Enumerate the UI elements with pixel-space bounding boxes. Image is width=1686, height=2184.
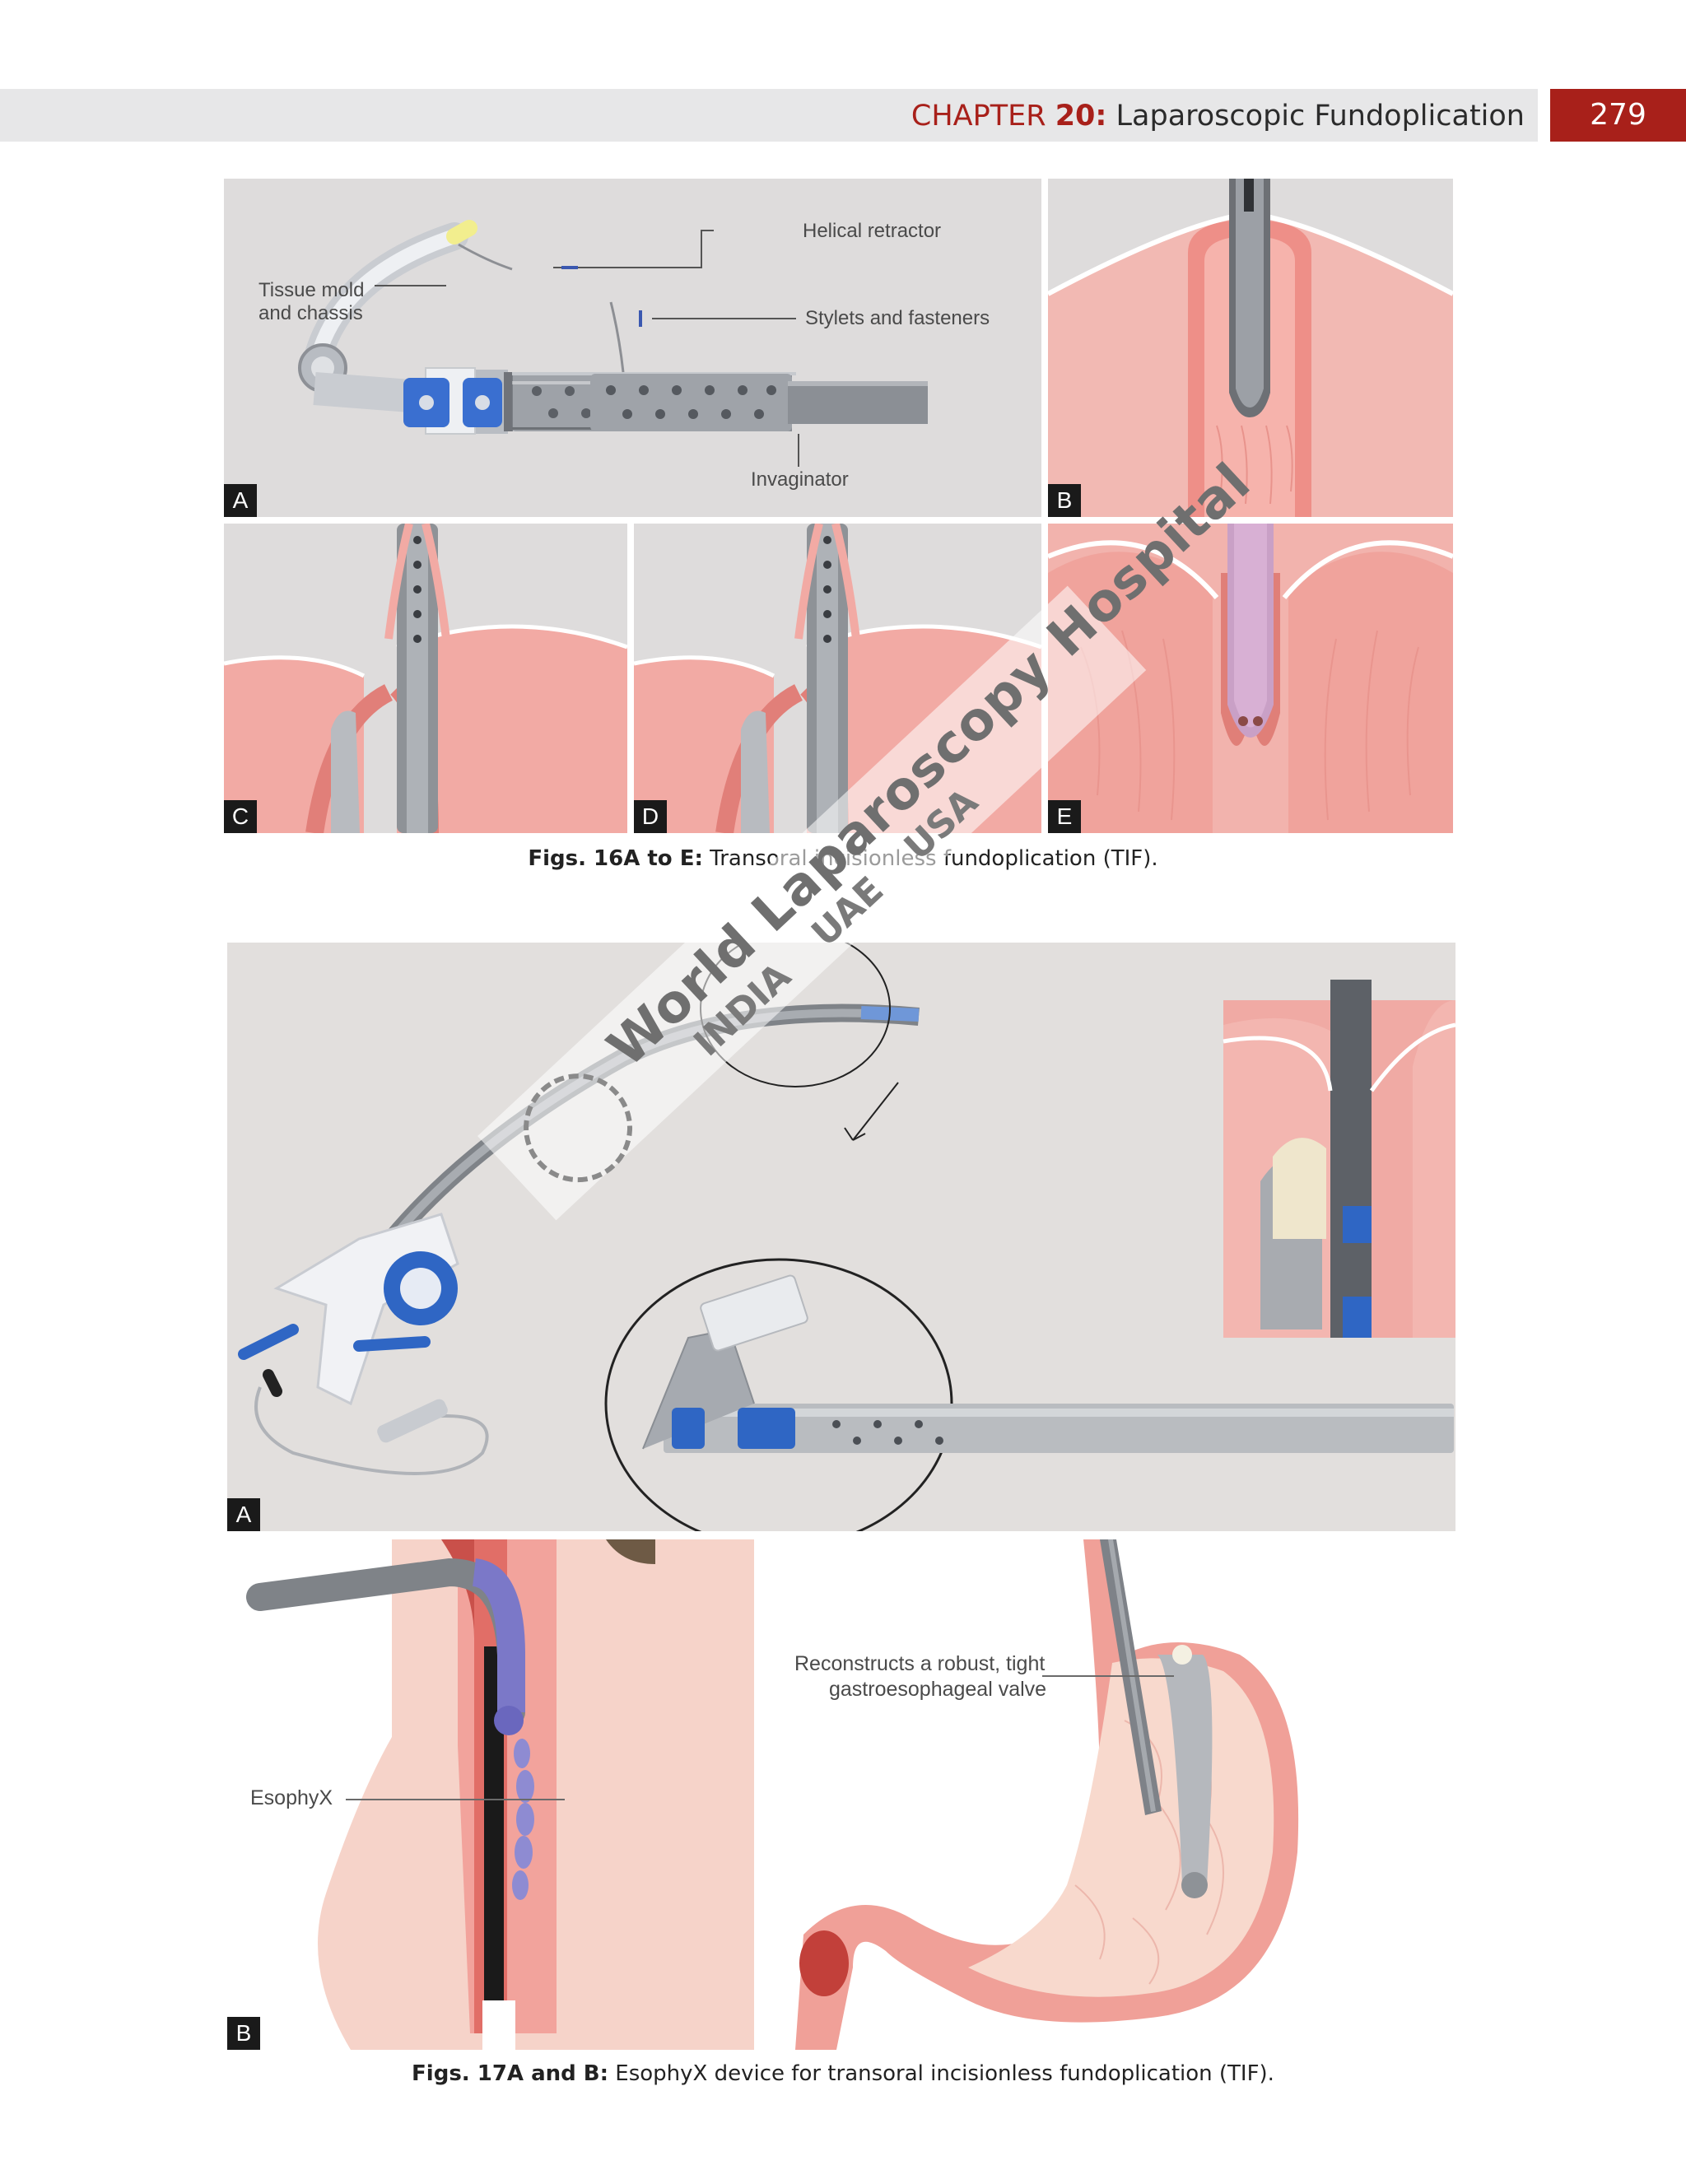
fig17-caption-text: EsophyX device for transoral incisionles… <box>615 2061 1274 2086</box>
panel-letter-17b: B <box>227 2017 260 2050</box>
fig16-panel-b: B <box>1048 179 1453 517</box>
fig17-panel-a: A <box>227 943 1455 1531</box>
label-esophyx: EsophyX <box>250 1786 333 1809</box>
label-invaginator: Invaginator <box>751 468 849 491</box>
label-tissue-mold-line2: and chassis <box>258 302 363 324</box>
esophyx-placement-illustration <box>246 1539 1299 2050</box>
fig17-caption: Figs. 17A and B: EsophyX device for tran… <box>0 2061 1686 2086</box>
chapter-title: Laparoscopic Fundoplication <box>1115 100 1525 133</box>
panel-letter-16a: A <box>224 484 257 517</box>
panel-letter-17a: A <box>227 1498 260 1531</box>
fig17-panel-b: Reconstructs a robust, tight gastroesoph… <box>227 1539 1455 2050</box>
label-helical-retractor: Helical retractor <box>803 220 942 242</box>
label-tissue-mold-line1: Tissue mold <box>258 279 365 301</box>
label-reconstructs-valve-line2: gastroesophageal valve <box>829 1678 1047 1701</box>
fig16-caption-label: Figs. 16A to E: <box>528 846 703 871</box>
fig16-panel-c: C <box>224 524 627 833</box>
running-header: CHAPTER 20: Laparoscopic Fundoplication <box>911 95 1525 137</box>
label-reconstructs-valve-line1: Reconstructs a robust, tight <box>794 1652 1046 1675</box>
esophagus-insertion-illustration <box>1048 179 1453 517</box>
chapter-number: 20: <box>1055 100 1107 133</box>
panel-letter-16e: E <box>1048 800 1081 833</box>
fundus-fold-illustration-c <box>224 524 627 833</box>
fig16-panel-a: Helical retractor Tissue mold and chassi… <box>224 179 1041 517</box>
esophyx-device-illustration <box>238 943 1455 1531</box>
chapter-word: CHAPTER <box>911 100 1046 133</box>
panel-letter-16d: D <box>634 800 667 833</box>
label-stylets-fasteners: Stylets and fasteners <box>805 307 990 329</box>
running-header-band <box>0 89 1538 142</box>
fig17-caption-label: Figs. 17A and B: <box>412 2061 609 2086</box>
panel-letter-16c: C <box>224 800 257 833</box>
panel-letter-16b: B <box>1048 484 1081 517</box>
page-number: 279 <box>1550 89 1686 142</box>
tif-device-illustration <box>298 220 928 467</box>
